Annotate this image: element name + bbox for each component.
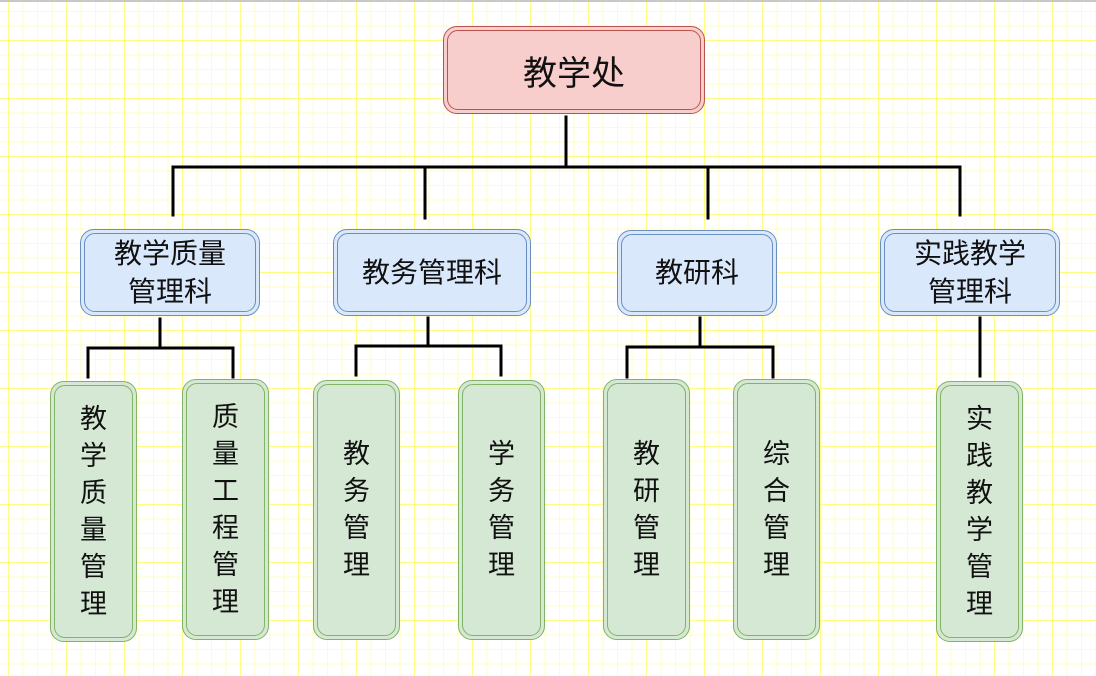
node-root[interactable]: 教学处 [443,26,705,114]
node-label-line: 教学质量 [113,236,226,270]
node-unit-label-char: 教 [343,439,370,470]
node-unit-label-char: 教 [80,403,107,435]
node-unit-label-char: 实 [966,403,993,435]
node-unit-label-char: 理 [343,550,370,581]
node-unit-label-char: 合 [763,475,790,507]
node-unit-label-char: 管 [966,551,993,583]
node-unit-label-char: 理 [212,586,239,618]
node-dept-academic-affairs[interactable]: 教务管理科 [333,229,531,316]
node-label-line: 管理科 [927,274,1012,308]
node-unit-label-char: 践 [966,440,993,472]
node-unit-label-char: 教 [633,438,660,470]
node-dept-practical-teaching[interactable]: 实践教学 管理科 [880,229,1060,316]
node-unit-label-char: 务 [488,476,515,507]
node-unit-teaching-research-mgmt[interactable]: 教研管理 [603,379,690,640]
node-unit-label-char: 量 [80,514,107,546]
node-root-label: 教学处 [523,53,625,94]
node-unit-label: 实践教学管理 [966,401,993,623]
node-unit-label: 教研管理 [633,436,660,584]
node-unit-teaching-quality-mgmt[interactable]: 教学质量管理 [50,381,137,642]
node-unit-general-mgmt[interactable]: 综合管理 [733,379,820,640]
node-unit-label: 教学质量管理 [80,401,107,623]
node-label-line: 教研科 [654,256,739,289]
node-unit-label-char: 管 [763,512,790,544]
node-unit-label-char: 教 [966,477,993,509]
node-unit-label-char: 质 [212,401,239,433]
node-unit-practical-teaching-mgmt[interactable]: 实践教学管理 [936,381,1023,642]
node-unit-label-char: 理 [763,549,790,581]
node-unit-label-char: 理 [80,588,107,620]
node-unit-academic-affairs-mgmt[interactable]: 教务管理 [313,380,400,640]
node-unit-label: 教务管理 [343,436,370,584]
node-dept-teaching-research[interactable]: 教研科 [617,230,777,316]
node-unit-label-char: 务 [343,476,370,507]
node-label-line: 教务管理科 [361,255,502,289]
node-unit-label-char: 学 [80,440,107,472]
node-unit-label-char: 管 [212,549,239,581]
node-unit-label-char: 管 [488,513,515,544]
node-unit-label-char: 理 [966,588,993,620]
node-unit-label-char: 质 [80,477,107,509]
node-label-line: 实践教学 [913,236,1026,270]
node-unit-label-char: 量 [212,438,239,470]
node-unit-label-char: 综 [763,438,790,470]
node-unit-label-char: 理 [488,550,515,581]
node-unit-label-char: 学 [488,439,515,470]
canvas-top-border [0,0,1096,2]
node-unit-label-char: 管 [80,551,107,583]
node-unit-label-char: 工 [212,475,239,507]
node-unit-label-char: 管 [343,513,370,544]
node-unit-label-char: 研 [633,475,660,507]
node-unit-label-char: 程 [212,512,239,544]
node-unit-label-char: 学 [966,514,993,546]
node-unit-student-affairs-mgmt[interactable]: 学务管理 [458,380,545,640]
node-unit-quality-engineering-mgmt[interactable]: 质量工程管理 [182,379,269,640]
node-unit-label-char: 理 [633,549,660,581]
node-unit-label: 综合管理 [763,436,790,584]
node-unit-label: 学务管理 [488,436,515,584]
node-unit-label: 质量工程管理 [212,399,239,621]
node-unit-label-char: 管 [633,512,660,544]
node-label-line: 管理科 [127,274,212,308]
node-dept-teaching-quality[interactable]: 教学质量 管理科 [80,229,260,316]
